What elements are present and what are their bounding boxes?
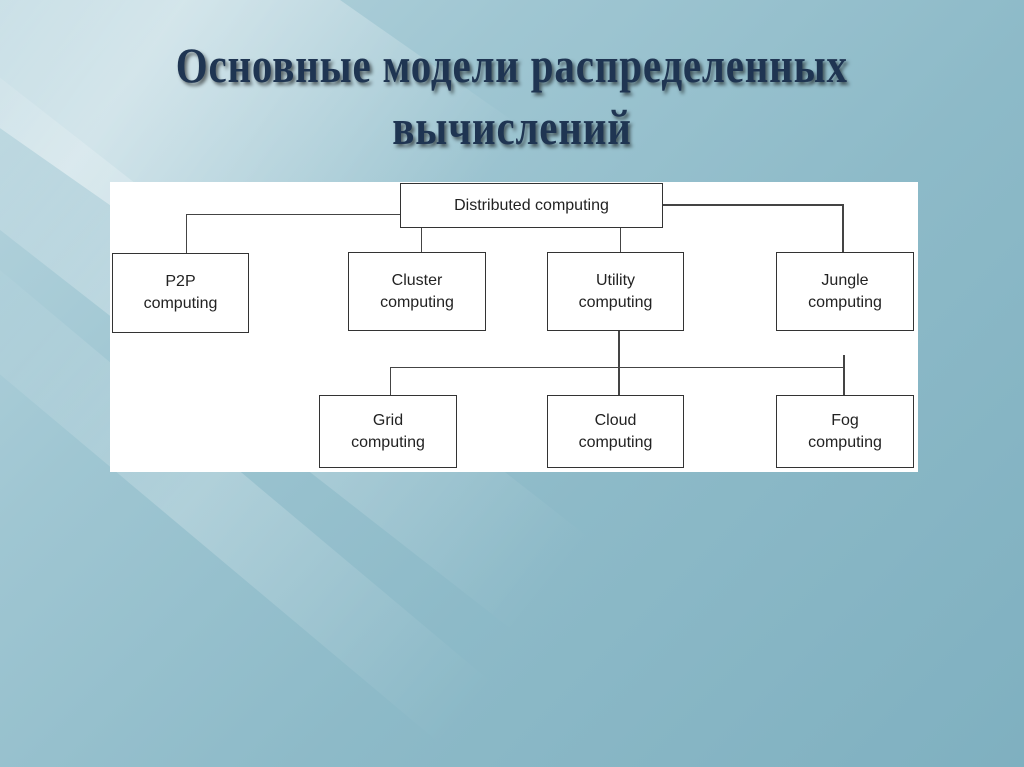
node-distributed-computing: Distributed computing	[400, 183, 663, 228]
connector	[390, 367, 391, 397]
connector	[842, 204, 844, 253]
connector	[618, 330, 620, 396]
connector	[186, 214, 187, 254]
connector	[843, 355, 845, 396]
connector	[390, 367, 843, 368]
connector	[186, 214, 400, 215]
slide-title-line-2: вычислений	[392, 99, 632, 155]
connector	[421, 227, 422, 253]
slide-title-line-1: Основные модели распределенных	[175, 37, 849, 93]
connector	[662, 204, 844, 206]
connector	[620, 227, 621, 253]
